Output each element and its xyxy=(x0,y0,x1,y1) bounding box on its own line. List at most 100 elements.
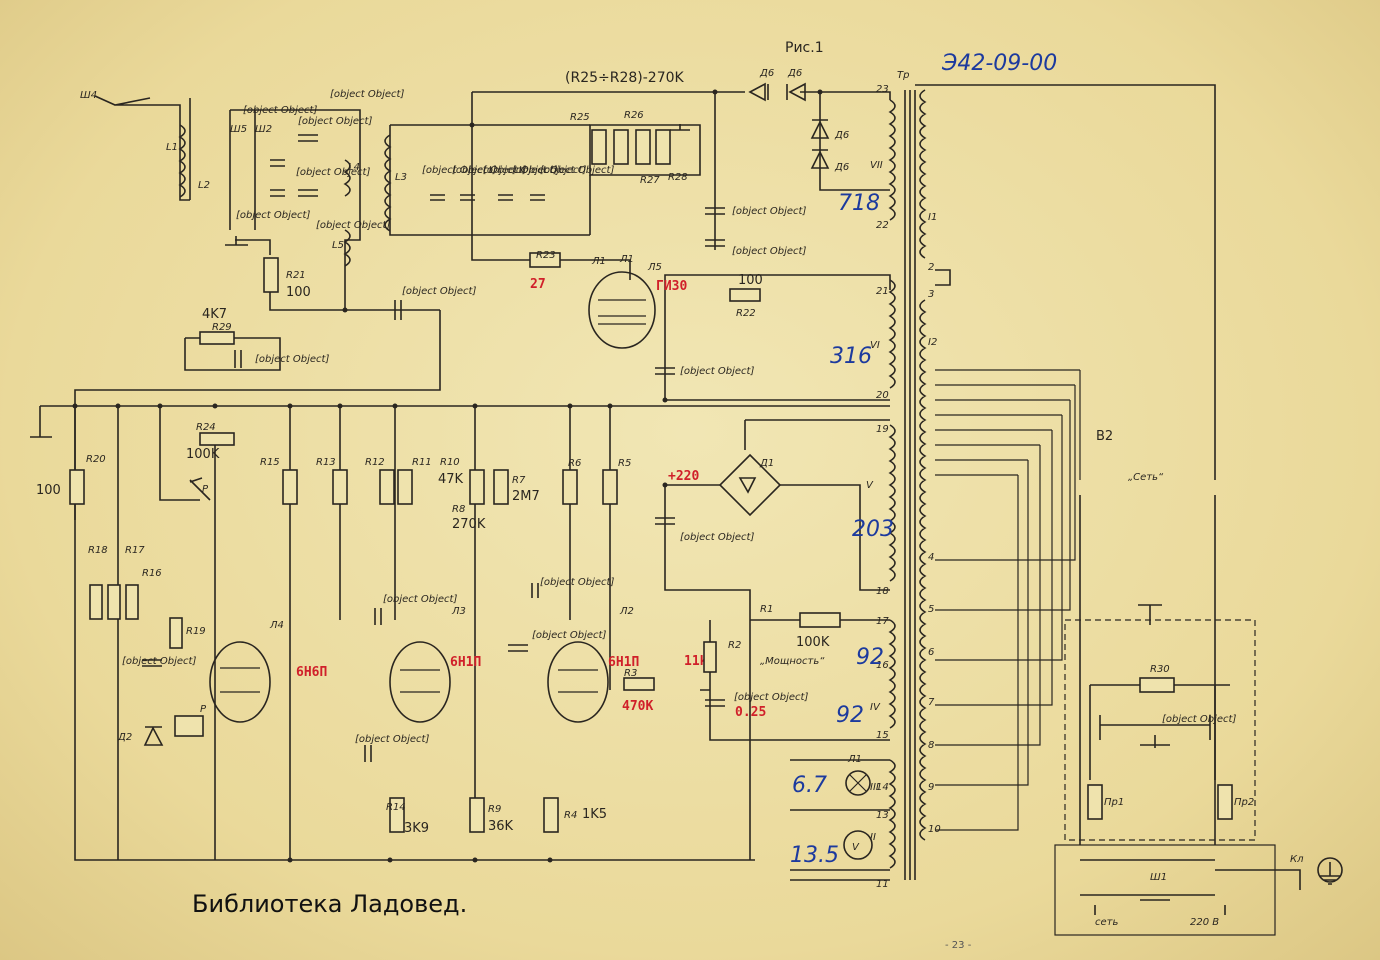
svg-text:100: 100 xyxy=(738,273,763,288)
svg-text:Л3: Л3 xyxy=(451,606,466,617)
svg-text:[object Object]: [object Object] xyxy=(540,165,614,176)
r23-value: 27 xyxy=(530,277,546,292)
filter-enclosure xyxy=(1064,619,1256,841)
svg-text:P: P xyxy=(200,704,207,715)
svg-text:L2: L2 xyxy=(198,180,210,191)
wire-meter xyxy=(790,759,890,881)
svg-text:[object Object]: [object Object] xyxy=(532,630,606,641)
svg-text:[object Object]: [object Object] xyxy=(383,594,457,605)
svg-text:R11: R11 xyxy=(412,457,432,468)
wire-diode-column xyxy=(819,92,890,191)
svg-text:6: 6 xyxy=(928,647,934,658)
svg-text:19: 19 xyxy=(876,424,889,435)
svg-text:3: 3 xyxy=(928,289,934,300)
svg-text:Д1: Д1 xyxy=(759,458,774,469)
svg-text:23: 23 xyxy=(876,84,889,95)
svg-text:220 В: 220 В xyxy=(1190,917,1219,928)
svg-text:R28: R28 xyxy=(668,172,688,183)
wire-input-coil xyxy=(179,98,191,201)
svg-text:сеть: сеть xyxy=(1095,917,1118,928)
svg-text:[object Object]: [object Object] xyxy=(680,532,754,543)
junctions xyxy=(72,89,823,863)
svg-text:100: 100 xyxy=(286,285,311,300)
svg-text:100K: 100K xyxy=(186,447,220,462)
wire-drops-mid xyxy=(289,406,611,860)
svg-text:[object Object]: [object Object] xyxy=(512,165,586,176)
tube-gi30 xyxy=(588,271,656,349)
svg-text:R23: R23 xyxy=(536,250,556,261)
voltage-92b: 92 xyxy=(836,703,864,728)
figure-label: Рис.1 xyxy=(785,40,824,56)
wire-r21 xyxy=(235,239,345,311)
svg-text:[object Object]: [object Object] xyxy=(483,165,557,176)
capacitor-labels: [object Object] [object Object] [object … xyxy=(122,89,1236,745)
svg-text:V: V xyxy=(852,842,860,853)
tube-6n1p-b-type: 6Н1П xyxy=(608,655,639,670)
svg-text:L5: L5 xyxy=(332,240,344,251)
diodes xyxy=(143,82,830,746)
relay-contact xyxy=(189,477,211,501)
svg-text:270K: 270K xyxy=(452,517,486,532)
svg-text:Пр2: Пр2 xyxy=(1234,797,1254,808)
svg-text:III: III xyxy=(870,782,879,793)
c1-value: 0.25 xyxy=(735,705,766,720)
voltage-6-7: 6.7 xyxy=(792,773,827,798)
svg-text:11: 11 xyxy=(876,879,889,890)
svg-text:R12: R12 xyxy=(365,457,385,468)
page-number: - 23 - xyxy=(945,940,972,951)
tube-6n1p-a-type: 6Н1П xyxy=(450,655,481,670)
svg-text:15: 15 xyxy=(876,730,889,741)
svg-text:17: 17 xyxy=(876,616,889,627)
svg-text:4K7: 4K7 xyxy=(202,307,227,322)
svg-text:Л1: Л1 xyxy=(847,754,862,765)
svg-text:Л5: Л5 xyxy=(647,262,662,273)
ground-r26 xyxy=(670,124,690,131)
plus-220-label: +220 xyxy=(668,469,699,484)
svg-text:Д2: Д2 xyxy=(117,732,132,743)
svg-text:P: P xyxy=(202,484,209,495)
wire-switch-taps xyxy=(935,370,1081,831)
svg-text:R17: R17 xyxy=(125,545,145,556)
library-stamp: Библиотека Ладовед. xyxy=(192,890,467,918)
svg-text:[object Object]: [object Object] xyxy=(243,105,317,116)
svg-text:[object Object]: [object Object] xyxy=(296,167,370,178)
voltage-316: 316 xyxy=(830,344,872,369)
svg-text:[object Object]: [object Object] xyxy=(734,692,808,703)
svg-text:L1: L1 xyxy=(166,142,178,153)
svg-text:R8: R8 xyxy=(452,504,465,515)
svg-text:10: 10 xyxy=(928,824,941,835)
wire-drops-left xyxy=(74,406,755,861)
wire-top-bus xyxy=(472,91,891,100)
svg-text:[object Object]: [object Object] xyxy=(402,286,476,297)
wire-plug-pins xyxy=(1094,899,1226,915)
svg-text:3K9: 3K9 xyxy=(404,821,429,836)
svg-text:Ш5: Ш5 xyxy=(230,124,247,135)
svg-text:Пр1: Пр1 xyxy=(1104,797,1124,808)
svg-text:5: 5 xyxy=(928,604,934,615)
wire-switch-fan xyxy=(935,369,1080,476)
svg-text:R20: R20 xyxy=(86,454,106,465)
svg-text:R19: R19 xyxy=(186,626,206,637)
svg-text:R3: R3 xyxy=(624,668,637,679)
svg-text:R9: R9 xyxy=(488,804,501,815)
ground-input xyxy=(225,236,248,246)
coil-l3 xyxy=(384,134,392,232)
tube-6n1p-b xyxy=(547,641,609,723)
svg-text:R14: R14 xyxy=(386,802,406,813)
svg-text:[object Object]: [object Object] xyxy=(355,734,429,745)
resistor-note: (R25÷R28)-270K xyxy=(565,70,685,86)
svg-text:L4: L4 xyxy=(348,162,360,173)
svg-text:R29: R29 xyxy=(212,322,232,333)
voltage-13-5: 13.5 xyxy=(790,843,839,868)
transformer-pins: 23 22 21 20 19 18 17 16 15 14 13 11 2 3 … xyxy=(876,84,941,890)
svg-text:2: 2 xyxy=(928,262,934,273)
svg-text:R2: R2 xyxy=(728,640,741,651)
svg-text:R21: R21 xyxy=(286,270,306,281)
svg-text:47K: 47K xyxy=(438,472,464,487)
svg-text:R10: R10 xyxy=(440,457,460,468)
coil-l4 xyxy=(343,159,351,197)
svg-text:IV: IV xyxy=(870,702,881,713)
svg-text:R24: R24 xyxy=(196,422,216,433)
svg-text:Кл: Кл xyxy=(1290,854,1304,865)
